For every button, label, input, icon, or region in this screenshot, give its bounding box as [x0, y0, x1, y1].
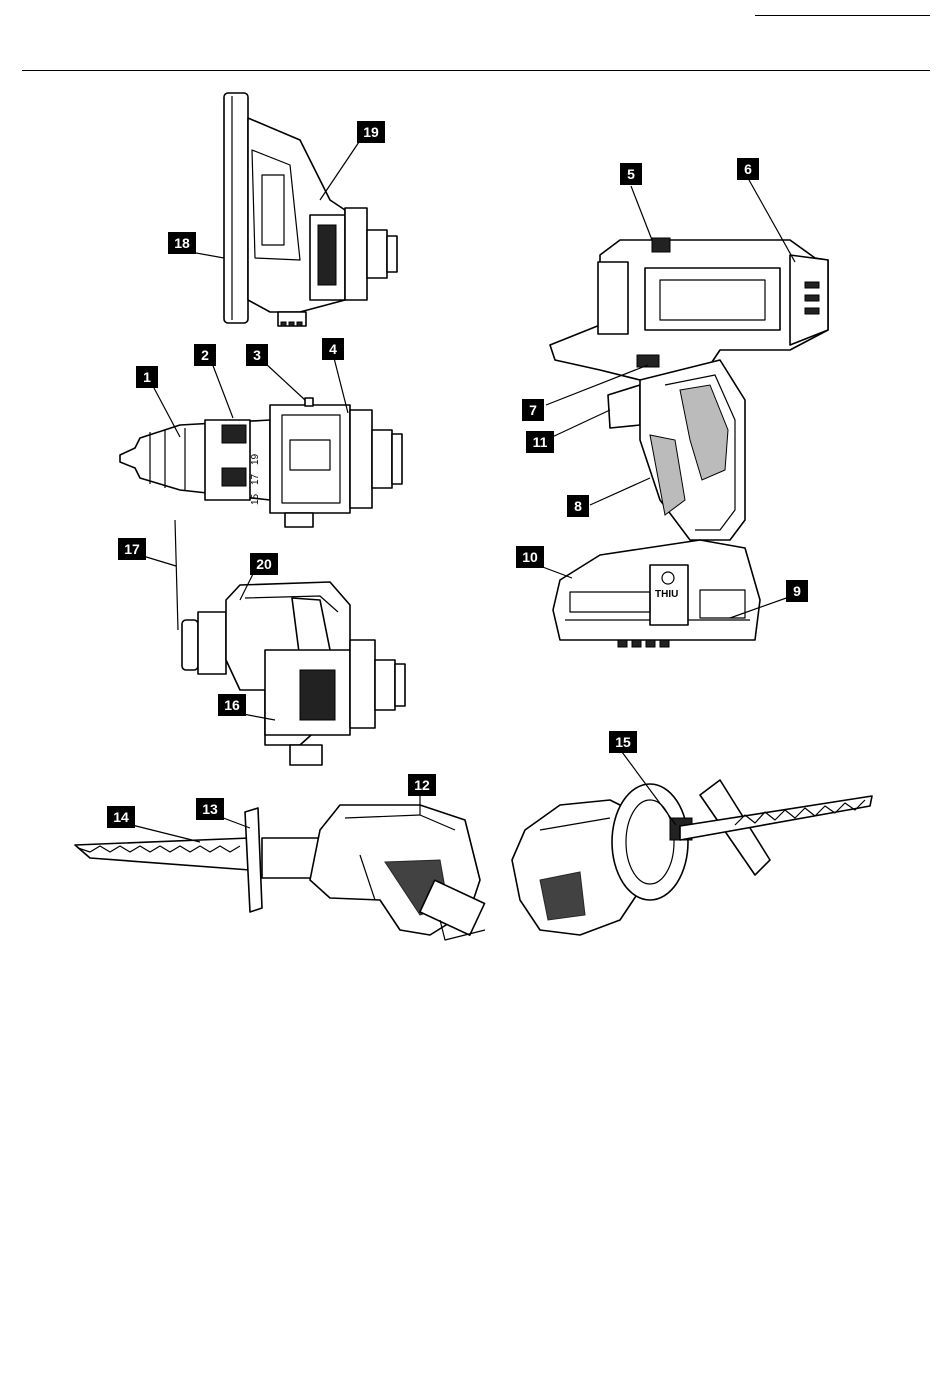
svg-text:13: 13	[202, 801, 218, 817]
svg-text:19: 19	[363, 124, 379, 140]
callout-3: 3	[246, 344, 268, 366]
callout-20: 20	[250, 553, 278, 575]
svg-text:3: 3	[253, 347, 261, 363]
callout-12: 12	[408, 774, 436, 796]
drill-head-attachment: 15 17 19	[120, 398, 402, 527]
callout-11: 11	[526, 431, 554, 453]
callout-15: 15	[609, 731, 637, 753]
svg-text:10: 10	[522, 549, 538, 565]
reciprocating-saw-left	[75, 805, 485, 940]
callout-16: 16	[218, 694, 246, 716]
callout-1: 1	[136, 366, 158, 388]
callout-4: 4	[322, 338, 344, 360]
oscillating-attachment	[175, 520, 405, 765]
callout-9: 9	[786, 580, 808, 602]
reciprocating-saw-right	[512, 780, 872, 935]
callout-18: 18	[168, 232, 196, 254]
callout-13: 13	[196, 798, 224, 820]
callout-14: 14	[107, 806, 135, 828]
callout-2: 2	[194, 344, 216, 366]
svg-text:9: 9	[793, 583, 801, 599]
svg-text:4: 4	[329, 341, 337, 357]
svg-text:14: 14	[113, 809, 129, 825]
callout-19: 19	[357, 121, 385, 143]
svg-text:1: 1	[143, 369, 151, 385]
callout-5: 5	[620, 163, 642, 185]
svg-text:2: 2	[201, 347, 209, 363]
svg-text:12: 12	[414, 777, 430, 793]
svg-text:8: 8	[574, 498, 582, 514]
svg-text:5: 5	[627, 166, 635, 182]
svg-text:6: 6	[744, 161, 752, 177]
callout-6: 6	[737, 158, 759, 180]
svg-text:11: 11	[533, 434, 548, 450]
torque-mark-15: 15	[250, 493, 261, 505]
battery-brand-mark: THIU	[655, 589, 678, 600]
svg-text:20: 20	[256, 556, 272, 572]
svg-text:17: 17	[124, 541, 140, 557]
svg-text:16: 16	[224, 697, 240, 713]
svg-text:15: 15	[615, 734, 631, 750]
torque-mark-19: 19	[250, 453, 261, 465]
svg-text:7: 7	[529, 402, 537, 418]
callout-10: 10	[516, 546, 544, 568]
callout-17: 17	[118, 538, 146, 560]
callout-8: 8	[567, 495, 589, 517]
torque-mark-17: 17	[250, 473, 261, 485]
callout-7: 7	[522, 399, 544, 421]
svg-text:18: 18	[174, 235, 190, 251]
